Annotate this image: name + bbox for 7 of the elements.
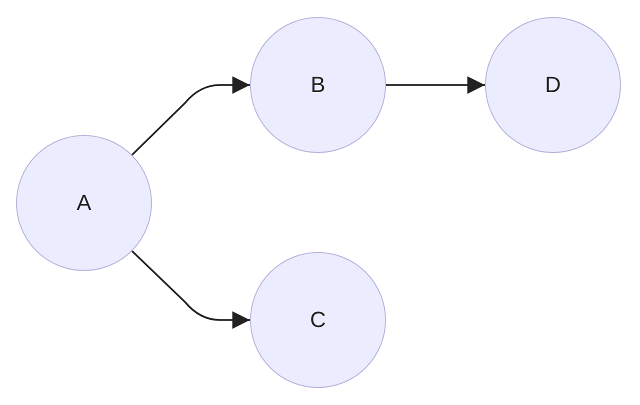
node-label: D [545,72,561,98]
node-label: A [76,190,92,216]
arrow [386,76,485,94]
node-label: B [310,72,326,98]
arrow [131,76,250,156]
node-label: C [310,307,326,333]
arrow [131,250,250,329]
